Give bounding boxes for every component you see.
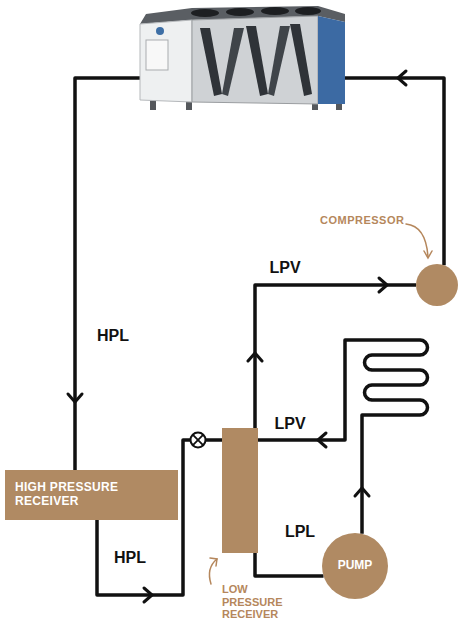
receiver-tank: LOW PRESSURE RECEIVER: [222, 428, 258, 553]
control-box: [146, 40, 168, 70]
flow-arrow: [355, 488, 369, 496]
fan: [295, 7, 321, 15]
flow-arrow: [398, 71, 406, 85]
flow-arrow: [248, 353, 262, 361]
pipe-line: [258, 340, 428, 534]
fan: [191, 9, 219, 17]
fan: [226, 8, 254, 16]
flow-arrow: [144, 588, 152, 602]
pipe-line: [75, 78, 444, 470]
pump-circle: PUMP: [322, 533, 388, 599]
line-label: LPV: [267, 259, 302, 277]
brand-badge: [156, 27, 164, 35]
pipe-line: [255, 553, 324, 576]
valve-body: [191, 433, 206, 448]
condenser-unit: [140, 6, 345, 110]
node-label: HIGH PRESSURE RECEIVER: [15, 481, 145, 509]
pipe-connector: [68, 71, 444, 470]
leader-arrow: [209, 558, 217, 584]
coil-panel: [290, 24, 312, 96]
line-label: HPL: [112, 549, 148, 567]
node-label: LOW PRESSURE RECEIVER: [222, 583, 292, 621]
leader-arrow: [406, 224, 432, 258]
valve-cross: [193, 435, 204, 446]
node-label: PUMP: [338, 559, 373, 573]
circle-fill: [322, 533, 388, 599]
node-label: COMPRESSOR: [320, 214, 420, 227]
compressor-circle: COMPRESSOR: [416, 264, 458, 306]
leader-line: [209, 559, 217, 584]
coil-panel: [268, 26, 290, 96]
pipe-connector: [97, 440, 222, 602]
line-label: LPL: [283, 523, 317, 541]
leader-head: [424, 251, 432, 258]
line-label: LPV: [272, 415, 307, 433]
blue-end-panel: [318, 16, 345, 104]
receiver-box: HIGH PRESSURE RECEIVER: [5, 470, 178, 520]
line-label: HPL: [95, 327, 131, 345]
flow-arrow: [68, 394, 82, 402]
circle-fill: [416, 264, 458, 306]
expansion-valve: [191, 433, 206, 448]
coil-panel: [222, 28, 244, 96]
pipe-connector: [255, 553, 324, 576]
circle-outline: [416, 264, 458, 306]
coil-panel: [200, 28, 222, 96]
flow-arrow: [318, 433, 326, 447]
flow-arrow: [379, 278, 387, 292]
leader-head: [210, 558, 217, 566]
fan: [261, 7, 289, 15]
pipe-connector: [258, 340, 428, 534]
coil-panel: [246, 26, 268, 96]
pipe-connector: [248, 278, 416, 428]
coil-face: [192, 16, 318, 104]
end-panel: [140, 20, 192, 102]
